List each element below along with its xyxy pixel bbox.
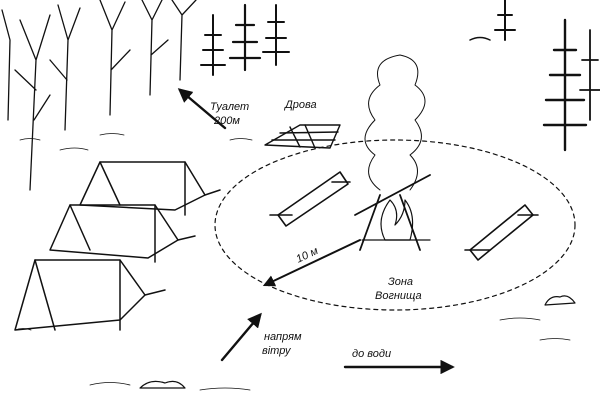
tent-icon: [14, 161, 221, 331]
smoke-icon: [364, 54, 426, 191]
water-label: до води: [352, 348, 391, 360]
wind-label-line2: вітру: [262, 345, 292, 357]
woodpile-icon: [264, 124, 341, 149]
wind-label: напрям: [264, 331, 302, 343]
wind-arrow: [220, 312, 262, 362]
tree-icon: [200, 3, 290, 76]
ground-texture: [14, 133, 571, 391]
fire-zone-label-line2: Вогнища: [375, 290, 422, 302]
firewood-label: Дрова: [283, 99, 317, 111]
toilet-distance-label: 200м: [213, 115, 240, 127]
rocks: [139, 295, 576, 389]
fire-zone-boundary: [214, 139, 576, 311]
toilet-label: Туалет: [210, 101, 249, 113]
fire-zone-label: Зона: [388, 276, 413, 288]
tree-icon-right: [469, 0, 600, 152]
bare-trees: [1, 0, 197, 191]
distance-label: 10 м: [294, 245, 320, 266]
log-bench-icon: [269, 171, 539, 261]
toilet-arrow: [177, 88, 227, 130]
distance-arrow: [262, 239, 361, 287]
campfire-icon: [354, 174, 431, 251]
